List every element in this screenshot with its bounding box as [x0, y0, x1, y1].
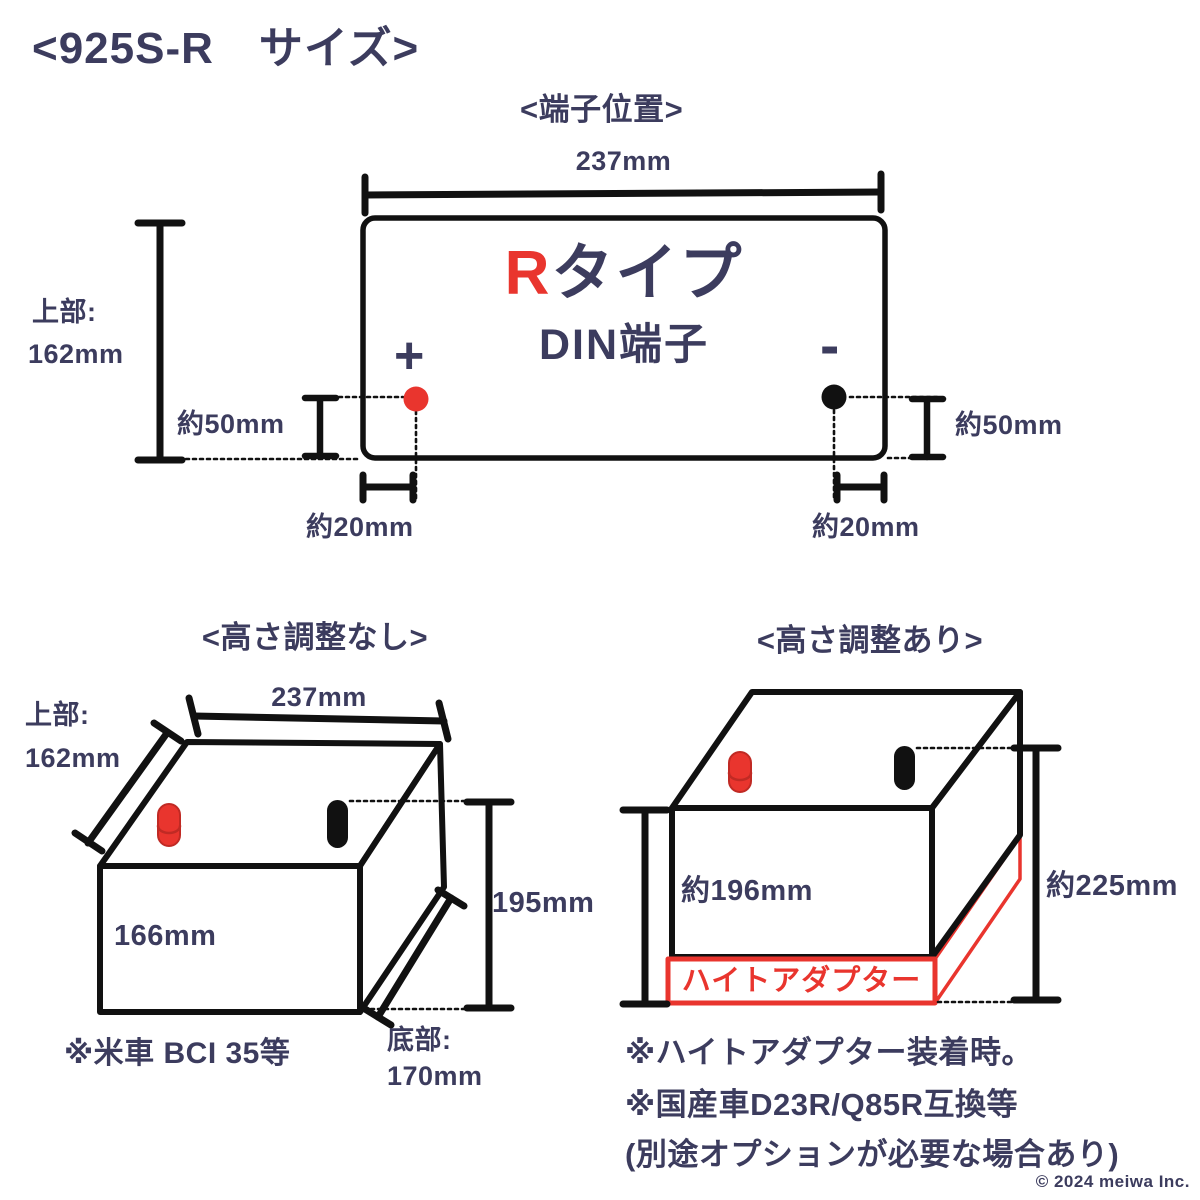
- plus-terminal-post: [727, 751, 753, 793]
- adjust-note-2: ※国産車D23R/Q85R互換等: [625, 1087, 1018, 1122]
- terminal-width-label: 237mm: [575, 146, 672, 176]
- minus-terminal-dot: [821, 384, 847, 410]
- type-word: タイプ: [551, 239, 744, 308]
- plus-terminal-dot: [403, 386, 429, 412]
- adjust-total-height-label: 約225mm: [1046, 870, 1178, 902]
- type-heading: Rタイプ: [363, 241, 885, 306]
- terminal-heading: <端子位置>: [520, 92, 684, 127]
- minus-symbol: -: [820, 313, 840, 378]
- adjust-drawing: [619, 689, 1062, 1008]
- inset-right-label: 約20mm: [812, 512, 920, 542]
- adjust-note-3: (別途オプションが必要な場合あり): [625, 1137, 1120, 1172]
- terminal-height-label-1: 上部:: [32, 297, 97, 327]
- no-adjust-note: ※米車 BCI 35等: [64, 1037, 291, 1070]
- adjust-case-height-label: 約196mm: [681, 875, 813, 907]
- plus-terminal-post: [156, 803, 182, 847]
- no-adjust-width-label: 237mm: [271, 682, 367, 712]
- total-height-label: 195mm: [492, 887, 595, 919]
- inset-left-label: 約20mm: [306, 512, 414, 542]
- no-adjust-drawing: [71, 694, 515, 1029]
- page-title: <925S-R サイズ>: [32, 24, 420, 73]
- minus-terminal-post: [894, 746, 915, 790]
- minus-terminal-post: [327, 800, 348, 848]
- copyright-notice: © 2024 meiwa Inc.: [1035, 1172, 1190, 1191]
- plus-symbol: +: [394, 327, 425, 385]
- adjust-note-1: ※ハイトアダプター装着時。: [625, 1035, 1034, 1070]
- height-adapter-label: ハイトアダプター: [681, 965, 922, 997]
- offset-right-label: 約50mm: [955, 410, 1063, 440]
- case-height-label: 166mm: [114, 920, 217, 952]
- no-adjust-top-label-2: 162mm: [25, 743, 121, 773]
- height-adapter-front: [665, 956, 938, 1006]
- terminal-type-label: DIN端子: [538, 321, 710, 369]
- adjust-heading: <高さ調整あり>: [756, 623, 984, 658]
- no-adjust-top-label-1: 上部:: [25, 700, 90, 730]
- type-letter-r: R: [504, 239, 552, 308]
- terminal-height-label-2: 162mm: [28, 339, 124, 369]
- bottom-label-2: 170mm: [387, 1061, 483, 1091]
- no-adjust-heading: <高さ調整なし>: [201, 620, 429, 655]
- terminal-position-drawing: [134, 170, 947, 504]
- offset-left-label: 約50mm: [177, 409, 285, 439]
- bottom-label-1: 底部:: [387, 1025, 452, 1055]
